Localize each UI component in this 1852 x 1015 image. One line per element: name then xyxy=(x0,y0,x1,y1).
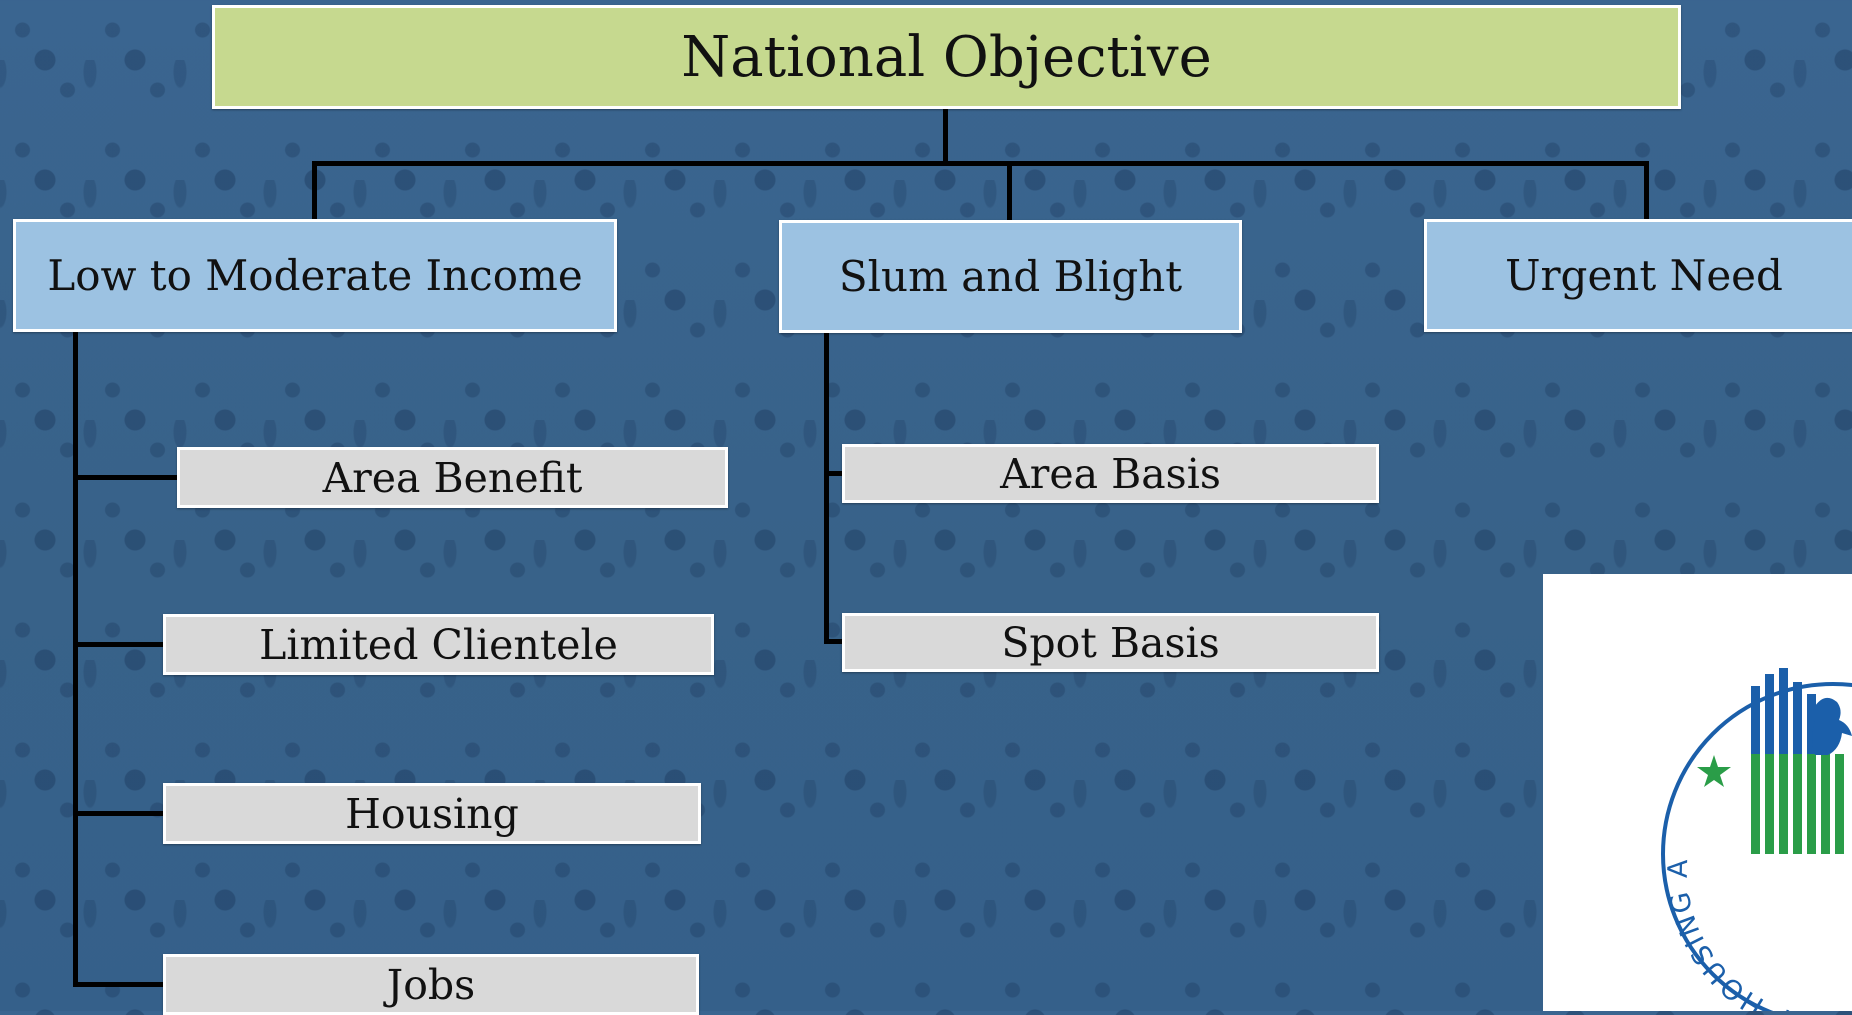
area-basis-box: Area Basis xyxy=(842,444,1379,503)
connector-to-slum-and-blight xyxy=(1007,161,1012,221)
connector-to-low-moderate-income xyxy=(312,161,317,220)
connector-horizontal-bus xyxy=(312,161,1649,166)
low-moderate-income-label: Low to Moderate Income xyxy=(47,251,583,300)
urgent-need-box: Urgent Need xyxy=(1424,219,1852,332)
jobs-box: Jobs xyxy=(163,954,699,1015)
connector-slum-vertical xyxy=(824,330,829,644)
hud-seal-icon: U.S. DEPARTMENT OF HOUSING AND URBAN DEV… xyxy=(1543,574,1852,1011)
area-basis-label: Area Basis xyxy=(1000,449,1221,498)
seal-eagle xyxy=(1812,697,1852,755)
slum-and-blight-label: Slum and Blight xyxy=(838,252,1183,301)
connector-jobs xyxy=(73,982,165,987)
slum-and-blight-box: Slum and Blight xyxy=(779,220,1242,333)
national-objective-box: National Objective xyxy=(212,5,1681,109)
low-moderate-income-box: Low to Moderate Income xyxy=(13,219,617,332)
connector-to-urgent-need xyxy=(1644,161,1649,220)
building-bars xyxy=(1751,668,1844,854)
connector-root-stem xyxy=(943,107,948,164)
connector-area-basis xyxy=(824,471,844,476)
housing-label: Housing xyxy=(345,789,519,838)
seal-star xyxy=(1697,755,1731,787)
limited-clientele-box: Limited Clientele xyxy=(163,614,714,675)
hud-seal-logo: U.S. DEPARTMENT OF HOUSING AND URBAN DEV… xyxy=(1543,574,1852,1011)
national-objective-label: National Objective xyxy=(681,24,1212,90)
limited-clientele-label: Limited Clientele xyxy=(259,620,618,669)
connector-area-benefit xyxy=(73,475,179,480)
housing-box: Housing xyxy=(163,783,701,844)
connector-housing xyxy=(73,811,165,816)
area-benefit-box: Area Benefit xyxy=(177,447,728,508)
urgent-need-label: Urgent Need xyxy=(1505,251,1783,300)
jobs-label: Jobs xyxy=(386,960,476,1009)
area-benefit-label: Area Benefit xyxy=(322,453,583,502)
connector-limited-clientele xyxy=(73,642,165,647)
connector-spot-basis xyxy=(824,639,844,644)
spot-basis-box: Spot Basis xyxy=(842,613,1379,672)
connector-lmi-vertical xyxy=(73,330,78,987)
spot-basis-label: Spot Basis xyxy=(1001,618,1220,667)
